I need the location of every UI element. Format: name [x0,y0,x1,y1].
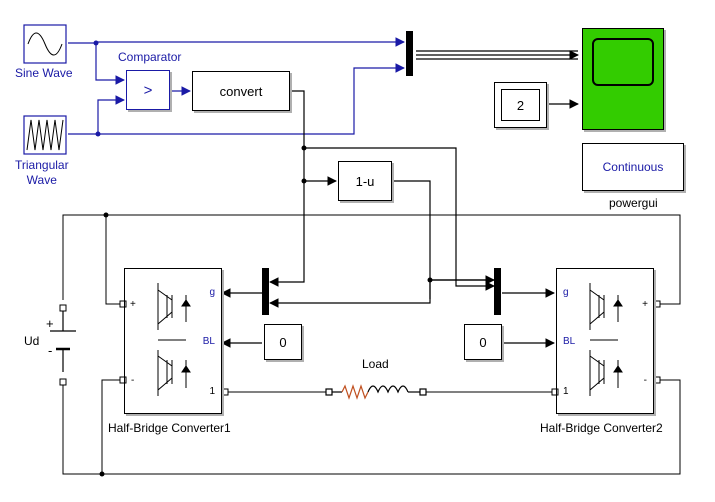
dc-source-label: Ud [24,334,40,348]
line-sine-to-mux [68,37,405,47]
constant-0-left-block[interactable]: 0 [264,324,302,360]
dc-source-block[interactable] [50,304,76,386]
inductor-icon [367,385,409,394]
dc-plus-sign: + [46,316,54,331]
triangular-wave-label: Triangular Wave [15,158,69,187]
powergui-value: Continuous [602,160,664,174]
converter1-port-minus: - [131,375,135,386]
power-junctions [99,212,109,477]
sine-wave-label: Sine Wave [15,66,73,80]
powergui-label: powergui [609,196,658,210]
load-block[interactable] [325,384,427,400]
one-minus-u-block[interactable]: 1-u [338,161,392,201]
mux-scope[interactable] [406,31,413,76]
constant-0-left-value: 0 [279,334,287,350]
constant-0-right-value: 0 [479,334,487,350]
sine-icon [27,32,63,56]
comparator-block[interactable]: > [126,70,170,110]
line-sine-to-comparator [95,43,125,85]
constant-2-value: 2 [516,97,525,113]
half-bridge-converter1[interactable]: g BL 1 + - [124,268,222,414]
comparator-symbol: > [143,81,153,99]
converter1-port-bl: BL [202,336,215,347]
scope-block[interactable] [582,28,664,130]
constant-0-right-block[interactable]: 0 [464,324,502,360]
control-junctions [301,145,433,283]
igbt-icons-converter2 [589,283,623,396]
constant-2-block[interactable]: 2 [494,82,547,128]
converter2-port-plus: + [642,299,648,310]
power-lines [62,214,681,475]
converter1-port-g: g [209,287,215,298]
converter2-label: Half-Bridge Converter2 [540,421,663,435]
powergui-block[interactable]: Continuous [582,143,684,191]
converter-ports [119,300,661,396]
converter2-port-bl: BL [563,336,576,347]
half-bridge-converter2[interactable]: g BL 1 + - [556,268,654,414]
converter2-port-minus: - [643,375,647,386]
load-label: Load [362,357,389,371]
signal-junctions [93,40,101,137]
scope-screen-icon [592,38,654,86]
convert-text: convert [219,83,263,99]
one-minus-u-text: 1-u [355,173,375,189]
comparator-title: Comparator [118,50,182,64]
resistor-icon [341,384,369,400]
converter2-port-1: 1 [563,386,569,397]
triangular-wave-block[interactable] [23,115,67,155]
converter2-port-g: g [563,287,569,298]
igbt-icons-converter1 [157,283,191,396]
dc-minus-sign: - [48,343,53,358]
triangle-wave-icon [26,119,64,151]
sine-wave-block[interactable] [23,24,67,64]
line-tri-to-mux [98,63,405,135]
mux-right[interactable] [494,268,501,315]
mux-left[interactable] [262,268,269,315]
line-tri-to-comparator [68,95,125,135]
convert-block[interactable]: convert [192,71,290,111]
control-lines [221,50,579,348]
converter1-port-1: 1 [209,386,215,397]
converter1-label: Half-Bridge Converter1 [108,421,231,435]
converter1-port-plus: + [130,299,136,310]
